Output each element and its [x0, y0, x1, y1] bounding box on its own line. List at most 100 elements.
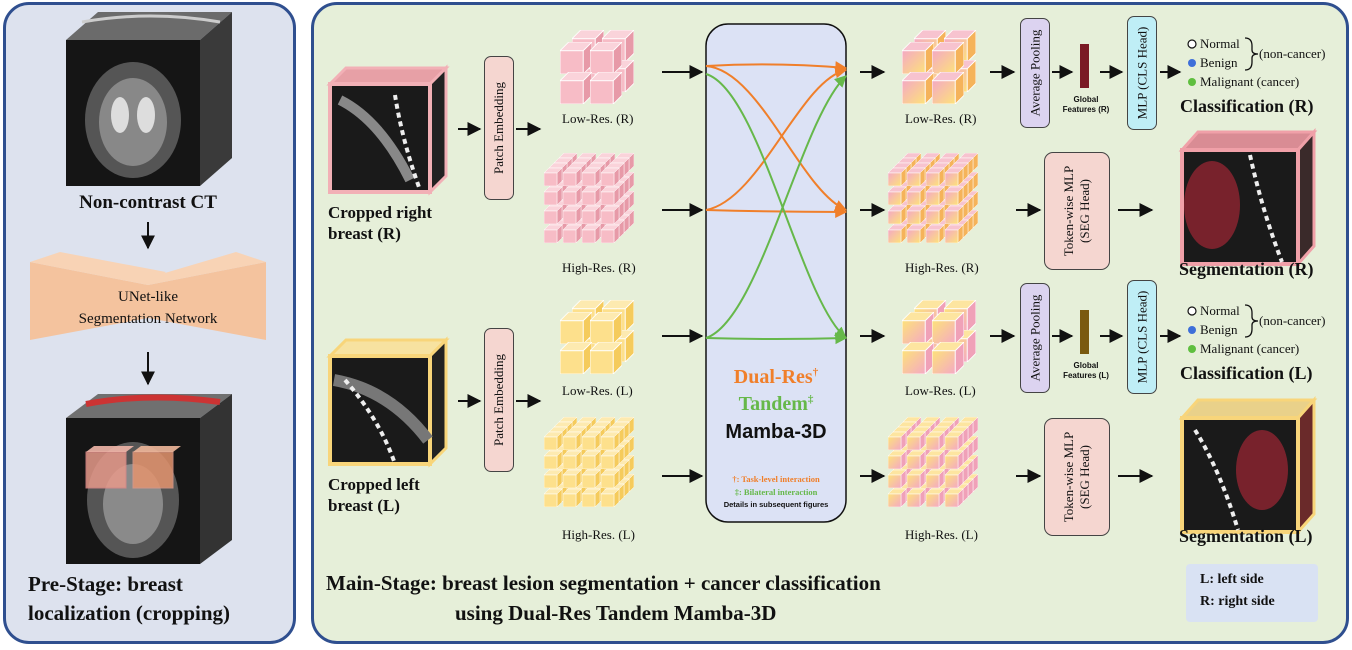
- mlp-cls-head-l: MLP (CLS Head): [1127, 280, 1157, 394]
- classification-r-title: Classification (R): [1180, 96, 1314, 116]
- feature-cube: [926, 168, 944, 186]
- feature-cube: [907, 206, 925, 224]
- unet-label-line2: Segmentation Network: [78, 311, 218, 327]
- feature-cube: [932, 72, 964, 104]
- high-res-r-label: High-Res. (R): [562, 260, 636, 275]
- segmentation-l-title: Segmentation (L): [1179, 526, 1313, 546]
- high-res-r-cubes: [544, 153, 634, 243]
- legend-left-side: L: left side: [1200, 572, 1264, 587]
- feature-cube: [544, 187, 562, 205]
- feature-cube: [932, 312, 964, 344]
- feature-cube: [907, 187, 925, 205]
- feature-cube: [582, 225, 600, 243]
- feature-cube: [888, 451, 906, 469]
- feature-cube: [888, 489, 906, 507]
- feature-cube: [907, 225, 925, 243]
- feature-cube: [582, 206, 600, 224]
- feature-cube: [544, 432, 562, 450]
- class-malignant-l: Malignant (cancer): [1200, 341, 1300, 356]
- out-low-res-r-label: Low-Res. (R): [905, 111, 977, 126]
- benign-dot-l: [1188, 326, 1196, 334]
- avg-pooling-l: Average Pooling: [1020, 283, 1050, 393]
- mlp-cls-head-r: MLP (CLS Head): [1127, 16, 1157, 130]
- feature-cube: [907, 489, 925, 507]
- feature-cube: [888, 168, 906, 186]
- low-res-r-cubes: [560, 30, 634, 104]
- left-breast-cube: [326, 336, 450, 468]
- low-res-l-cubes: [560, 300, 634, 374]
- feature-cube: [907, 470, 925, 488]
- feature-cube: [544, 206, 562, 224]
- feature-cube: [563, 432, 581, 450]
- feature-cube: [563, 225, 581, 243]
- feature-cube: [945, 489, 963, 507]
- feature-cube: [945, 187, 963, 205]
- feature-cube: [582, 470, 600, 488]
- low-res-l-label: Low-Res. (L): [562, 383, 633, 398]
- global-feature-bar-l: [1080, 310, 1089, 354]
- legend-right-side: R: right side: [1200, 594, 1275, 609]
- bilateral-interaction-curves: [705, 73, 848, 345]
- note-bilateral: ‡: Bilateral interaction: [734, 487, 818, 497]
- feature-cube: [601, 451, 619, 469]
- feature-cube: [590, 342, 622, 374]
- malignant-dot-l: [1188, 345, 1196, 353]
- feature-cube: [932, 342, 964, 374]
- high-res-l-cubes: [544, 417, 634, 507]
- feature-cube: [902, 42, 934, 74]
- feature-cube: [888, 225, 906, 243]
- feature-cube: [902, 312, 934, 344]
- feature-cube: [544, 168, 562, 186]
- legend-box: [1186, 564, 1318, 622]
- feature-cube: [926, 470, 944, 488]
- ct-label: Non-contrast CT: [79, 192, 217, 213]
- right-breast-cube: [326, 64, 450, 196]
- feature-cube: [945, 451, 963, 469]
- feature-cube: [563, 451, 581, 469]
- class-normal-r: Normal: [1200, 36, 1240, 51]
- feature-cube: [945, 470, 963, 488]
- ct-localization-cube: [66, 394, 232, 564]
- task-level-interaction-curves: [705, 61, 848, 218]
- input-right-line2: breast (R): [328, 224, 401, 243]
- main-stage-caption-line1: Main-Stage: breast lesion segmentation +…: [326, 571, 881, 595]
- class-benign-l: Benign: [1200, 322, 1238, 337]
- brace-r: [1244, 37, 1259, 71]
- feature-cube: [582, 432, 600, 450]
- feature-cube: [945, 168, 963, 186]
- out-low-res-l-cubes: [902, 300, 976, 374]
- feature-cube: [560, 342, 592, 374]
- segmentation-r-title: Segmentation (R): [1179, 259, 1314, 279]
- feature-cube: [590, 42, 622, 74]
- feature-cube: [601, 168, 619, 186]
- feature-cube: [582, 451, 600, 469]
- input-right-line1: Cropped right: [328, 203, 433, 222]
- low-res-r-label: Low-Res. (R): [562, 111, 634, 126]
- class-normal-l: Normal: [1200, 303, 1240, 318]
- feature-cube: [590, 72, 622, 104]
- non-cancer-r: (non-cancer): [1259, 46, 1326, 61]
- input-left-line2: breast (L): [328, 496, 400, 515]
- unet-shape: [30, 252, 266, 340]
- pre-stage-caption-line2: localization (cropping): [28, 601, 231, 625]
- feature-cube: [582, 489, 600, 507]
- feature-cube: [601, 470, 619, 488]
- class-benign-r: Benign: [1200, 55, 1238, 70]
- feature-cube: [926, 489, 944, 507]
- normal-dot-l: [1187, 306, 1197, 316]
- mamba-name: Mamba-3D: [725, 421, 827, 443]
- class-malignant-r: Malignant (cancer): [1200, 74, 1300, 89]
- benign-dot-r: [1188, 59, 1196, 67]
- feature-cube: [945, 432, 963, 450]
- feature-cube: [902, 342, 934, 374]
- main-stage-caption-line2: using Dual-Res Tandem Mamba-3D: [455, 601, 777, 625]
- out-low-res-r-cubes: [902, 30, 976, 104]
- segmentation-cube-l: [1178, 396, 1318, 536]
- feature-cube: [560, 42, 592, 74]
- feature-cube: [926, 206, 944, 224]
- mamba-block: [705, 23, 847, 523]
- non-cancer-l: (non-cancer): [1259, 313, 1326, 328]
